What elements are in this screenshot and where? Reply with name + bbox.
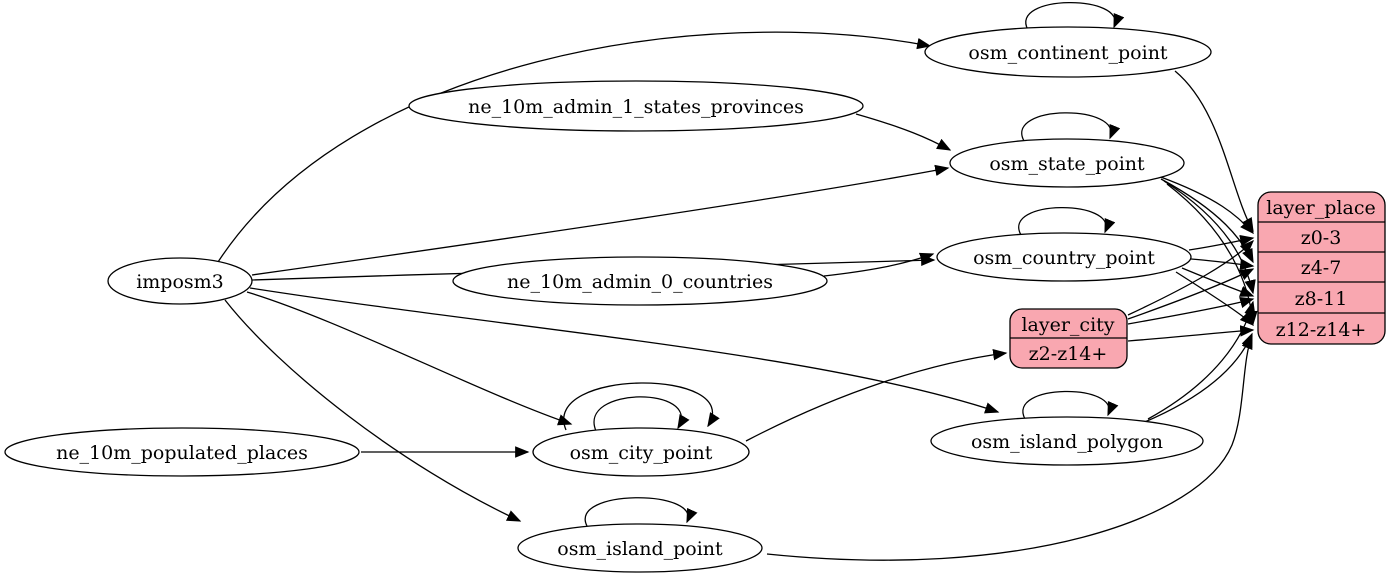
layer_place-row-z0-3: z0-3 (1301, 227, 1342, 249)
node-layer_city: layer_city z2-z14+ (1009, 308, 1128, 369)
layer_place-row-z8-11: z8-11 (1295, 288, 1348, 310)
edge-osm_state_point-layer_place-z8-11 (1163, 180, 1256, 295)
node-osm_island_point: osm_island_point (517, 523, 763, 573)
edge-osm_country_point-layer_place-z8-11 (1181, 267, 1255, 297)
node-osm_city_point: osm_city_point (532, 427, 750, 477)
node-imposm3: imposm3 (107, 257, 253, 305)
edge-ne_10m_admin_1_states_provinces-osm_state_point (855, 113, 952, 151)
self-loop-osm_country_point (1018, 206, 1116, 236)
self-loop-osm_city_point-inner (593, 396, 690, 432)
ne_10m_populated_places-shape (4, 427, 360, 477)
edge-osm_island_polygon-layer_place-z12-z14 (1139, 332, 1253, 425)
ne_10m_populated_places-label: ne_10m_populated_places (56, 442, 308, 464)
self-loop-osm_island_point (584, 497, 698, 527)
edge-osm_island_polygon-layer_place-z8-11 (1147, 300, 1256, 420)
osm_country_point-label: osm_country_point (973, 247, 1155, 269)
osm_state_point-shape (949, 138, 1185, 188)
edge-layer_city-layer_place-z8-11 (1127, 297, 1255, 325)
ne_10m_admin_1_states_provinces-shape (408, 80, 864, 132)
edge-osm_continent_point-layer_place-z0-3 (1174, 70, 1254, 233)
edge-osm_island_point-layer_place-z12-z14 (766, 334, 1253, 561)
edge-osm_country_point-layer_place-z0-3 (1188, 234, 1255, 251)
edge-layer_city-layer_place-z0-3 (1127, 239, 1255, 316)
edge-imposm3-osm_state_point (251, 164, 950, 276)
node-ne_10m_admin_0_countries: ne_10m_admin_0_countries (452, 256, 828, 306)
osm_island_point-shape (517, 523, 763, 573)
layer_place-row-z12-z14: z12-z14+ (1276, 319, 1367, 341)
layer_place-row-z4-7: z4-7 (1301, 257, 1342, 279)
edge-osm_state_point-layer_place-z4-7 (1160, 178, 1254, 264)
edge-osm_country_point-layer_place-z12-z14 (1175, 271, 1255, 327)
osm_island_polygon-shape (930, 416, 1204, 466)
self-loop-osm_continent_point (1025, 2, 1125, 31)
node-osm_continent_point: osm_continent_point (924, 26, 1212, 78)
self-loop-osm_state_point (1021, 112, 1121, 142)
imposm3-label: imposm3 (136, 271, 224, 293)
osm_continent_point-label: osm_continent_point (968, 42, 1168, 64)
node-osm_island_polygon: osm_island_polygon (930, 416, 1204, 466)
osm_continent_point-shape (924, 26, 1212, 78)
osm_state_point-label: osm_state_point (989, 153, 1145, 175)
imposm3-shape (107, 257, 253, 305)
node-osm_state_point: osm_state_point (949, 138, 1185, 188)
edge-group (217, 2, 1258, 561)
edge-ne_10m_admin_0_countries-osm_country_point (823, 252, 935, 277)
osm_island_polygon-label: osm_island_polygon (971, 431, 1163, 453)
edge-imposm3-osm_continent_point (217, 31, 932, 263)
layer_place-title: layer_place (1266, 197, 1375, 219)
edge-imposm3-osm_island_point (224, 299, 522, 522)
ne_10m_admin_0_countries-label: ne_10m_admin_0_countries (507, 271, 773, 293)
layer_place-shape (1257, 191, 1386, 345)
edge-osm_city_point-layer_city (745, 349, 1008, 442)
edge-layer_city-layer_place-z4-7 (1127, 268, 1255, 320)
edge-layer_city-layer_place-z12-z14 (1127, 325, 1255, 342)
edge-osm_state_point-layer_place-z0-3 (1157, 175, 1254, 235)
osm_city_point-label: osm_city_point (570, 442, 713, 464)
osm_country_point-shape (936, 232, 1192, 282)
ne_10m_admin_1_states_provinces-label: ne_10m_admin_1_states_provinces (468, 96, 804, 118)
node-layer_place: layer_place z0-3 z4-7 z8-11 z12-z14+ (1257, 191, 1386, 345)
self-loop-osm_island_polygon (1022, 390, 1119, 420)
osm_city_point-shape (532, 427, 750, 477)
layer_city-row-z2-z14: z2-z14+ (1029, 343, 1108, 365)
osm_island_point-label: osm_island_point (557, 538, 723, 560)
self-loop-osm_city_point-outer (563, 382, 720, 431)
edge-imposm3-osm_city_point (246, 291, 573, 426)
layer_city-title: layer_city (1021, 314, 1114, 336)
node-osm_country_point: osm_country_point (936, 232, 1192, 282)
edge-imposm3-osm_island_polygon (249, 287, 1000, 414)
node-ne_10m_populated_places: ne_10m_populated_places (4, 427, 360, 477)
node-ne_10m_admin_1_states_provinces: ne_10m_admin_1_states_provinces (408, 80, 864, 132)
ne_10m_admin_0_countries-shape (452, 256, 828, 306)
